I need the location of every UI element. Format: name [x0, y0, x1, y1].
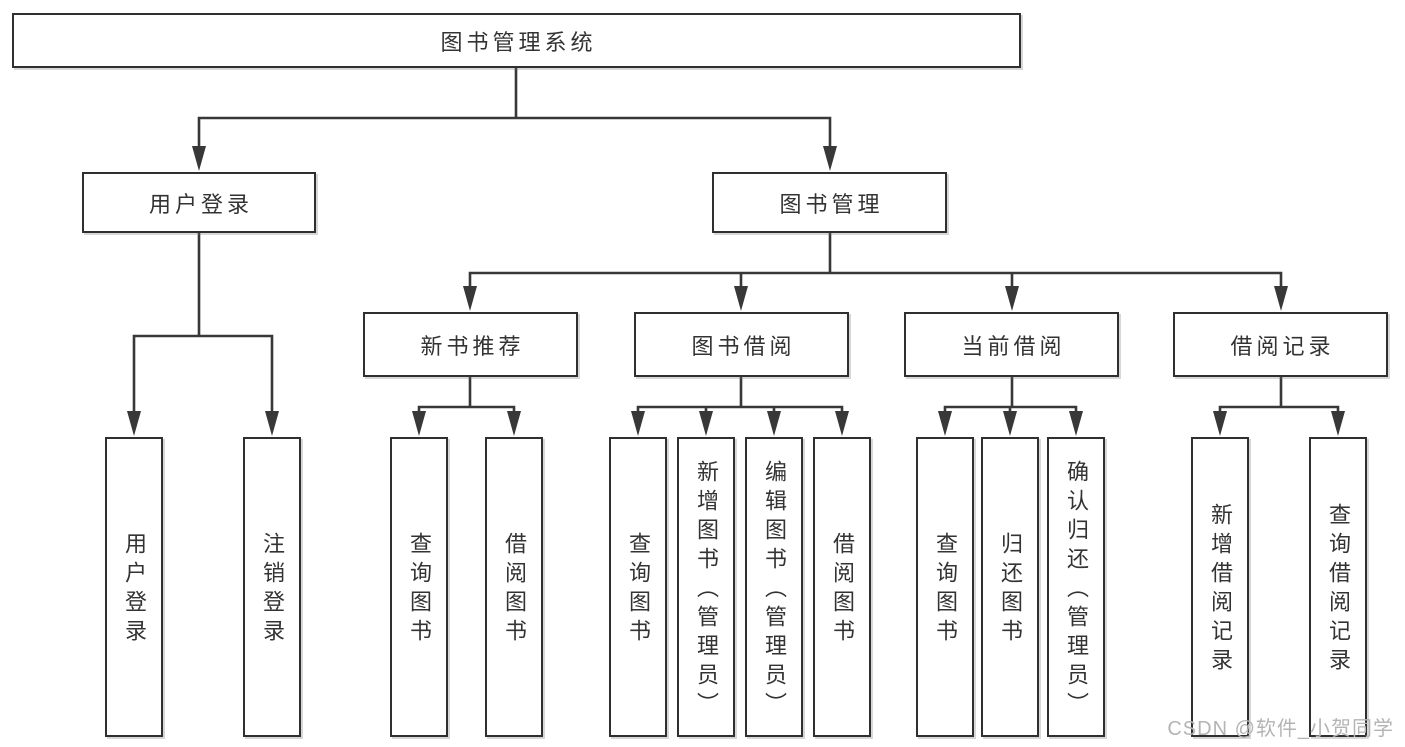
node-new-book-recommend: 新书推荐 [363, 312, 578, 377]
watermark: CSDN @软件_小贺同学 [1167, 718, 1394, 740]
node-leaf-edit-books-admin: 编辑图书（管理员） [745, 437, 803, 737]
node-label: 当前借阅 [961, 333, 1066, 359]
node-label: 编辑图书（管理员） [762, 459, 787, 721]
node-library-management-system: 图书管理系统 [12, 13, 1021, 68]
node-label: 查询借阅记录 [1326, 503, 1351, 677]
node-leaf-query-books-current: 查询图书 [916, 437, 974, 737]
node-label: 归还图书 [998, 532, 1023, 648]
node-book-borrowing: 图书借阅 [634, 312, 849, 377]
node-label: 借阅记录 [1230, 333, 1335, 359]
node-leaf-query-books-borrow: 查询图书 [609, 437, 667, 737]
node-leaf-borrow-books-recommend: 借阅图书 [485, 437, 543, 737]
node-label: 查询图书 [407, 532, 432, 648]
node-label: 查询图书 [933, 532, 958, 648]
node-label: 确认归还（管理员） [1064, 459, 1089, 721]
node-label: 查询图书 [626, 532, 651, 648]
node-label: 图书管理 [779, 191, 884, 217]
node-label: 新增借阅记录 [1208, 503, 1233, 677]
node-leaf-borrow-books-borrow: 借阅图书 [813, 437, 871, 737]
node-book-management: 图书管理 [712, 172, 947, 233]
node-current-borrowing: 当前借阅 [904, 312, 1119, 377]
node-label: 注销登录 [260, 532, 285, 648]
node-leaf-return-books: 归还图书 [981, 437, 1039, 737]
node-user-login: 用户登录 [82, 172, 316, 233]
node-leaf-user-login: 用户登录 [105, 437, 163, 737]
node-leaf-logout: 注销登录 [243, 437, 301, 737]
node-borrowing-records: 借阅记录 [1173, 312, 1388, 377]
node-leaf-add-borrow-record: 新增借阅记录 [1191, 437, 1249, 737]
node-leaf-query-borrow-record: 查询借阅记录 [1309, 437, 1367, 737]
node-label: 图书借阅 [691, 333, 796, 359]
node-label: 用户登录 [122, 532, 147, 648]
node-leaf-query-books-recommend: 查询图书 [390, 437, 448, 737]
node-leaf-confirm-return-admin: 确认归还（管理员） [1047, 437, 1105, 737]
node-label: 借阅图书 [830, 532, 855, 648]
node-label: 新书推荐 [420, 333, 525, 359]
node-label: 新增图书（管理员） [694, 459, 719, 721]
node-leaf-add-books-admin: 新增图书（管理员） [677, 437, 735, 737]
node-label: 用户登录 [148, 191, 253, 217]
node-label: 图书管理系统 [440, 29, 597, 55]
node-label: 借阅图书 [502, 532, 527, 648]
